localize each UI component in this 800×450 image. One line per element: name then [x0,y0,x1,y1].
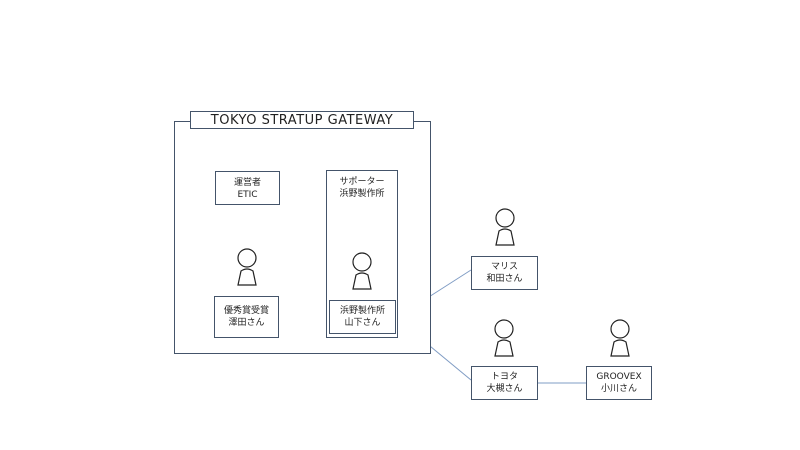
winner-name: 澤田さん [228,318,265,328]
operator-name: ETIC [237,190,258,200]
person-icon [495,208,515,246]
groovex-box: GROOVEX 小川さん [586,366,652,400]
groovex-name: 小川さん [600,384,637,394]
yamashita-name: 山下さん [344,318,381,328]
person-icon [494,319,514,357]
supporter-role: サポーター [339,177,385,187]
operator-role: 運営者 [233,178,261,188]
yamashita-company: 浜野製作所 [339,306,385,316]
supporter-name: 浜野製作所 [339,189,385,199]
toyota-name: 大槻さん [486,384,523,394]
maris-company: マリス [490,262,518,272]
winner-role: 優秀賞受賞 [223,306,269,316]
operator-box: 運営者 ETIC [215,171,280,205]
yamashita-box: 浜野製作所 山下さん [329,300,396,334]
groovex-company: GROOVEX [596,372,642,382]
toyota-box: トヨタ 大槻さん [471,366,538,400]
maris-box: マリス 和田さん [471,256,538,290]
person-icon [237,248,257,286]
toyota-company: トヨタ [490,372,518,382]
maris-name: 和田さん [486,274,523,284]
person-icon [352,252,372,290]
gateway-title: TOKYO STRATUP GATEWAY [190,111,414,129]
person-icon [610,319,630,357]
winner-box: 優秀賞受賞 澤田さん [214,296,279,338]
